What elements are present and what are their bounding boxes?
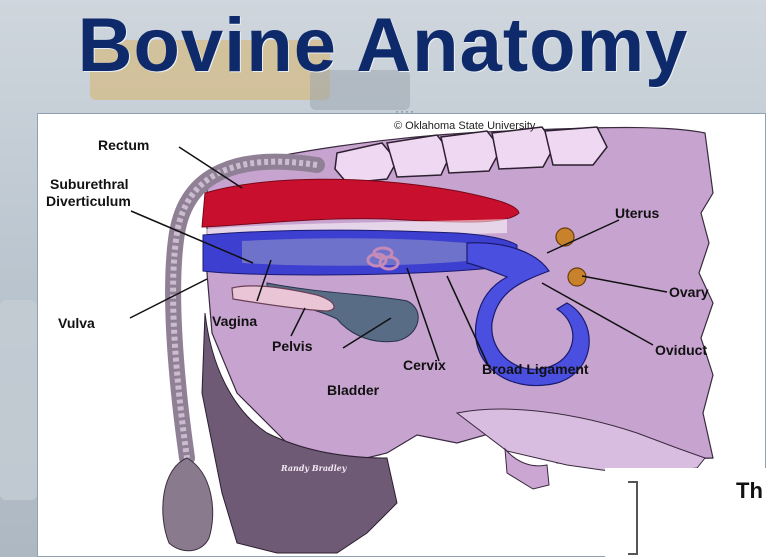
label-pelvis: Pelvis bbox=[272, 338, 312, 354]
artist-signature: Randy Bradley bbox=[281, 463, 346, 473]
label-rectum: Rectum bbox=[98, 137, 149, 153]
label-ovary: Ovary bbox=[669, 284, 709, 300]
label-broad-ligament: Broad Ligament bbox=[482, 361, 589, 377]
label-bladder: Bladder bbox=[327, 382, 379, 398]
slide-title: Bovine Anatomy bbox=[0, 2, 766, 89]
label-uterus: Uterus bbox=[615, 205, 659, 221]
ovary bbox=[556, 228, 574, 246]
bracket-mark bbox=[628, 481, 638, 555]
label-cervix: Cervix bbox=[403, 357, 446, 373]
tail-switch bbox=[163, 458, 213, 551]
label-oviduct: Oviduct bbox=[655, 342, 707, 358]
label-diverticulum: Diverticulum bbox=[46, 193, 131, 209]
next-card-text: Th bbox=[736, 478, 763, 504]
copyright-text: © Oklahoma State University bbox=[394, 120, 535, 132]
label-vagina: Vagina bbox=[212, 313, 257, 329]
label-vulva: Vulva bbox=[58, 315, 95, 331]
label-suburethral: Suburethral bbox=[50, 176, 129, 192]
background-decoration bbox=[0, 300, 37, 500]
